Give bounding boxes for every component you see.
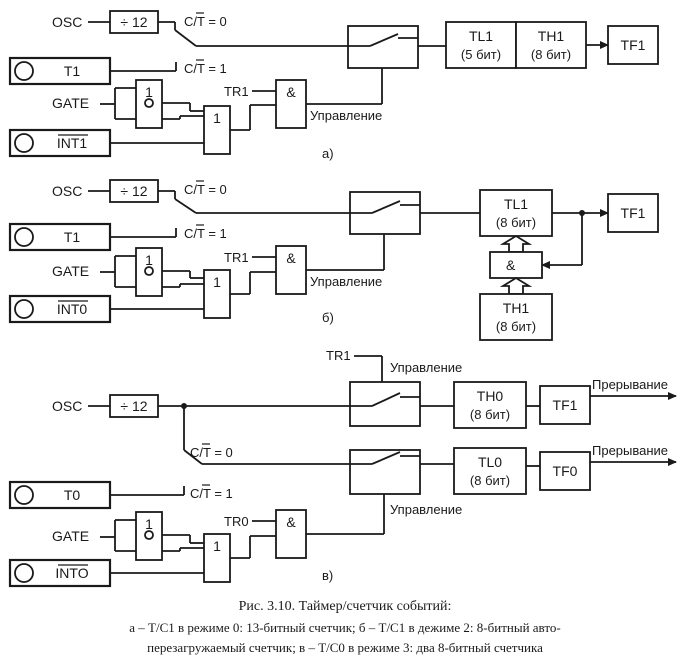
- caption-line-1: а – Т/С1 в режиме 0: 13-битный счетчик; …: [129, 620, 560, 635]
- t1-pin-label: T1: [64, 229, 81, 245]
- and-gate-label: &: [286, 84, 296, 100]
- switch-box-lower: [349, 449, 421, 495]
- th-register-bits: (8 бит): [470, 407, 510, 422]
- diagram-a-label: а): [322, 146, 334, 161]
- irq1-label: Прерывание: [592, 377, 668, 392]
- gate-label: GATE: [52, 263, 89, 279]
- and-gate: [275, 509, 307, 559]
- tf0-flag-label: TF0: [553, 463, 578, 479]
- tr-label: TR1: [224, 84, 249, 99]
- reload-and-gate: [489, 251, 543, 279]
- control-label: Управление: [390, 502, 462, 517]
- or-gate: [203, 269, 231, 319]
- or-gate-label: 1: [213, 538, 221, 554]
- int0-pin-label: INT0: [57, 301, 88, 317]
- diagram-a: OSC ÷ 12 C/T = 0 T1 C/T = 1 GATE 1 1: [8, 10, 659, 161]
- divider-label: ÷ 12: [120, 183, 147, 199]
- tf1-flag: [539, 385, 591, 425]
- control-label: Управление: [310, 108, 382, 123]
- control-top-label: Управление: [390, 360, 462, 375]
- not-gate-label: 1: [145, 84, 153, 100]
- osc-label: OSC: [52, 398, 82, 414]
- th-register: [453, 381, 527, 429]
- int1-pin-label: INT1: [57, 135, 88, 151]
- reload-and-label: &: [506, 257, 516, 273]
- tr-top-label: TR1: [326, 348, 351, 363]
- tl-register-name: TL1: [504, 196, 528, 212]
- th-register: [479, 293, 553, 341]
- divider-label: ÷ 12: [120, 14, 147, 30]
- osc-label: OSC: [52, 14, 82, 30]
- gate-label: GATE: [52, 95, 89, 111]
- ct0-label: C/T = 0: [184, 182, 227, 197]
- th-register-bits: (8 бит): [531, 47, 571, 62]
- caption-title: Рис. 3.10. Таймер/счетчик событий:: [239, 599, 452, 614]
- ct1-label: C/T = 1: [190, 486, 233, 501]
- reload-arrow-up: [499, 234, 533, 253]
- th-register-bits: (8 бит): [496, 319, 536, 334]
- diagram-b-label: б): [322, 310, 334, 325]
- tf-flag: [607, 193, 659, 233]
- tf1-flag-label: TF1: [553, 397, 578, 413]
- control-label: Управление: [310, 274, 382, 289]
- tl-register-bits: (5 бит): [461, 47, 501, 62]
- th-register-name: TH1: [538, 28, 565, 44]
- ct0-label: C/T = 0: [190, 445, 233, 460]
- irq0-label: Прерывание: [592, 443, 668, 458]
- tr-label: TR1: [224, 250, 249, 265]
- caption-line-2: перезагружаемый счетчик; в – Т/С0 в режи…: [147, 640, 543, 655]
- not-gate-label: 1: [145, 252, 153, 268]
- tl-register: [453, 447, 527, 495]
- diagram-c-label: в): [322, 568, 333, 583]
- reload-arrow-lower: [499, 276, 533, 295]
- int0-pin-label: INTO: [55, 565, 88, 581]
- tl-register-bits: (8 бит): [496, 215, 536, 230]
- divider-label: ÷ 12: [120, 398, 147, 414]
- figure-caption: Рис. 3.10. Таймер/счетчик событий: а – Т…: [129, 599, 560, 655]
- tl-register: [445, 21, 517, 69]
- and-gate-label: &: [286, 250, 296, 266]
- t0-pin-label: T0: [64, 487, 81, 503]
- tr-label: TR0: [224, 514, 249, 529]
- tf-flag: [607, 25, 659, 65]
- or-gate-label: 1: [213, 274, 221, 290]
- osc-label: OSC: [52, 183, 82, 199]
- tl-register-name: TL1: [469, 28, 493, 44]
- ct1-label: C/T = 1: [184, 61, 227, 76]
- ct0-label: C/T = 0: [184, 14, 227, 29]
- tl-register-name: TL0: [478, 454, 502, 470]
- and-gate: [275, 245, 307, 295]
- diagram-b: OSC ÷ 12 C/T = 0 T1 C/T = 1 GATE 1 1: [8, 179, 659, 341]
- diagram-c: TR1 Управление OSC ÷ 12 C/T = 0 TH0 (8 б…: [8, 348, 677, 588]
- t1-pin-label: T1: [64, 63, 81, 79]
- th-register-name: TH1: [503, 300, 530, 316]
- or-gate-label: 1: [213, 110, 221, 126]
- gate-label: GATE: [52, 528, 89, 544]
- switch-box: [347, 25, 419, 69]
- tl-register-bits: (8 бит): [470, 473, 510, 488]
- tf-flag-label: TF1: [621, 37, 646, 53]
- th-register-name: TH0: [477, 388, 504, 404]
- and-gate-label: &: [286, 514, 296, 530]
- not-gate-label: 1: [145, 516, 153, 532]
- ct1-label: C/T = 1: [184, 226, 227, 241]
- tf-flag-label: TF1: [621, 205, 646, 221]
- switch-box-upper: [349, 381, 421, 427]
- tf0-flag: [539, 451, 591, 491]
